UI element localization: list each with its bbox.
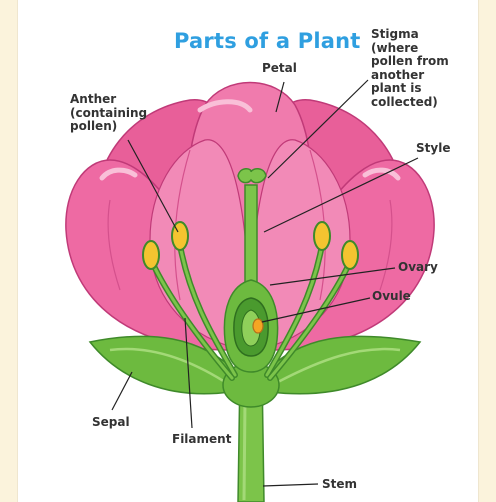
label-ovary: Ovary	[398, 261, 438, 275]
label-petal: Petal	[262, 62, 297, 76]
sepal-leader	[112, 372, 132, 410]
anther	[143, 241, 159, 269]
stem-highlight	[244, 400, 245, 500]
label-filament: Filament	[172, 433, 231, 447]
label-sepal: Sepal	[92, 416, 130, 430]
label-stigma: Stigma (where pollen from another plant …	[371, 28, 449, 109]
stigma	[238, 169, 266, 183]
anther	[342, 241, 358, 269]
anther	[314, 222, 330, 250]
ovule	[253, 319, 263, 333]
label-ovule: Ovule	[372, 290, 411, 304]
diagram-title: Parts of a Plant	[174, 29, 361, 53]
style	[245, 185, 257, 290]
label-style: Style	[416, 142, 450, 156]
label-stem: Stem	[322, 478, 357, 492]
stem-leader	[263, 484, 318, 486]
label-anther: Anther (containing pollen)	[70, 93, 147, 134]
